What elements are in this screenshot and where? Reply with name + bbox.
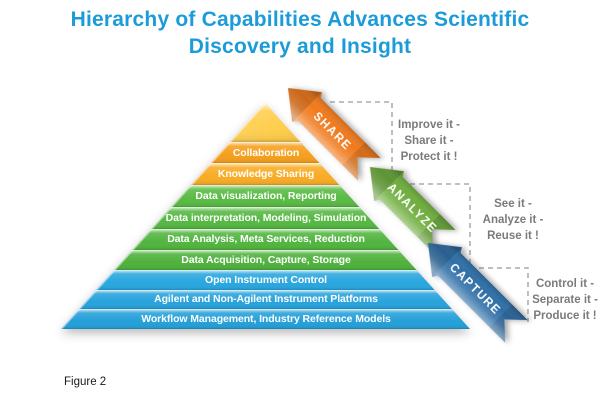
- layer-label-open-instrument-control: Open Instrument Control: [205, 274, 327, 286]
- annotation-line: Protect it !: [400, 151, 458, 163]
- layer-label-data-visualization: Data visualization, Reporting: [195, 190, 336, 202]
- annotation-line: Share it -: [404, 135, 454, 147]
- annotation-line: Control it -: [535, 278, 595, 290]
- layer-bevel: [61, 229, 470, 250]
- annotation-line: Produce it !: [533, 310, 597, 322]
- annotation-capture: Control it - Separate it - Produce it !: [510, 276, 600, 324]
- layer-bevel: [61, 270, 470, 290]
- capture-arrow: CAPTURE: [428, 243, 528, 343]
- page-title: Hierarchy of Capabilities Advances Scien…: [0, 6, 600, 60]
- annotation-line: Analyze it -: [482, 214, 544, 226]
- layer-label-knowledge-sharing: Knowledge Sharing: [218, 168, 314, 180]
- dashed-bracket-lines: [330, 101, 529, 322]
- annotation-share: Improve it - Share it - Protect it !: [371, 117, 487, 165]
- layer-label-data-acquisition: Data Acquisition, Capture, Storage: [181, 254, 351, 266]
- annotation-line: Separate it -: [532, 294, 598, 306]
- annotation-line: See it -: [494, 198, 532, 210]
- capture-arrow-sheen: [428, 243, 528, 343]
- annotation-line: Reuse it !: [487, 230, 539, 242]
- pyramid-left-edge-highlight: [61, 103, 266, 329]
- share-arrow-sheen: [288, 88, 381, 181]
- layer-bevel: [61, 290, 470, 309]
- page-title-line2: Discovery and Insight: [188, 35, 412, 58]
- annotation-line: Improve it -: [398, 119, 460, 131]
- layer-label-data-analysis: Data Analysis, Meta Services, Reduction: [167, 233, 365, 245]
- page-title-line1: Hierarchy of Capabilities Advances Scien…: [70, 8, 530, 31]
- layer-bevel: [61, 309, 470, 329]
- layer-label-workflow-management: Workflow Management, Industry Reference …: [141, 313, 391, 325]
- layer-label-instrument-platforms: Agilent and Non-Agilent Instrument Platf…: [154, 293, 378, 305]
- layer-bevel: [61, 250, 470, 270]
- layer-label-data-interpretation: Data interpretation, Modeling, Simulatio…: [166, 212, 367, 224]
- analyze-arrow-sheen: [370, 167, 456, 253]
- annotation-analyze: See it - Analyze it - Reuse it !: [455, 196, 571, 244]
- layer-label-collaboration: Collaboration: [233, 147, 299, 159]
- figure-caption: Figure 2: [64, 376, 107, 388]
